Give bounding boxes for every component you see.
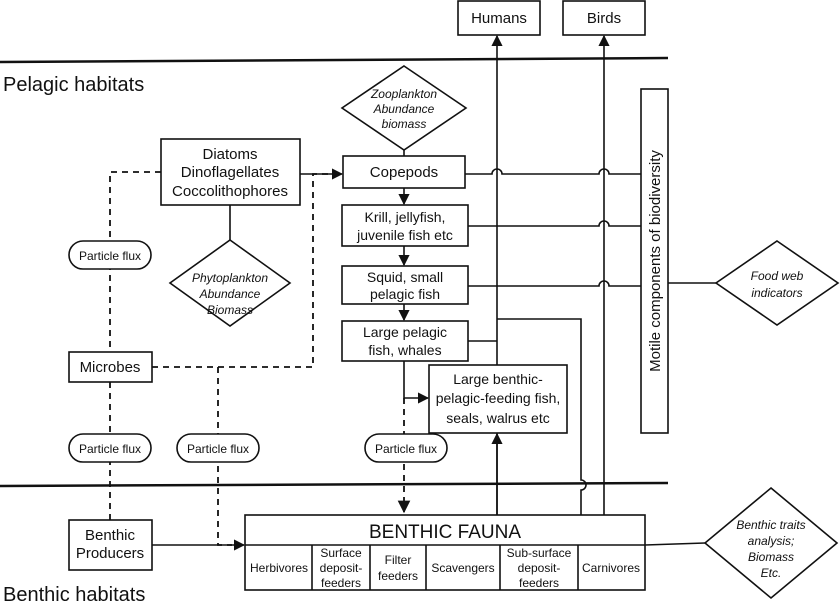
benthic-habitats-label: Benthic habitats	[3, 584, 145, 606]
motile-label: Motile components of biodiversity	[647, 150, 664, 372]
copepods-label: Copepods	[370, 164, 438, 181]
surface-line2: deposit-	[320, 561, 363, 575]
phyto-to-microbes-dash	[109, 171, 161, 352]
subsurface-line2: deposit-	[518, 561, 561, 575]
diatoms-label: Diatoms	[202, 146, 257, 163]
krill-to-motile-line	[468, 220, 641, 227]
benthic-pelagic-box	[428, 364, 568, 434]
filter-line2: feeders	[378, 569, 418, 583]
particle-flux-pill-left	[68, 433, 152, 463]
particle-flux-pill-upper	[68, 240, 152, 270]
humans-box	[457, 0, 541, 36]
particle-flux-label-right: Particle flux	[375, 442, 437, 456]
large-to-carnivores-line	[497, 318, 587, 515]
surface-line1: Surface	[320, 546, 362, 560]
benthic-pelagic-line3: seals, walrus etc	[446, 410, 549, 426]
benthic-pelagic-line2: pelagic-feeding fish,	[436, 390, 561, 406]
subsurface-line3: feeders	[519, 576, 559, 590]
microbes-label: Microbes	[80, 359, 141, 376]
benthic-boundary-line	[0, 481, 669, 488]
zooplankton-line2: Abundance	[373, 102, 435, 116]
zooplankton-line3: biomass	[382, 117, 427, 131]
dinoflagellates-label: Dinoflagellates	[181, 164, 279, 181]
traits-line2: analysis;	[748, 534, 795, 548]
pelagic-habitats-label: Pelagic habitats	[3, 74, 144, 96]
benthic-producers-box	[68, 519, 153, 571]
surface-line3: feeders	[321, 576, 361, 590]
squid-line1: Squid, small	[367, 269, 443, 285]
traits-indicator-diamond	[703, 486, 839, 600]
phyto-indicator-line2: Abundance	[199, 287, 261, 301]
zooplankton-line1: Zooplankton	[370, 87, 437, 101]
pelagic-boundary-line	[0, 56, 669, 64]
squid-to-motile-line	[468, 280, 641, 287]
large-pelagic-box	[341, 320, 469, 362]
filter-line1: Filter	[385, 553, 412, 567]
subsurface-line1: Sub-surface	[507, 546, 572, 560]
particle-flux-pill-right	[364, 433, 448, 463]
squid-box	[341, 265, 469, 305]
traits-line3: Biomass	[748, 550, 794, 564]
foodweb-line1: Food web	[751, 269, 804, 283]
birds-label: Birds	[587, 10, 621, 27]
fauna-to-traits-line	[644, 542, 706, 546]
phytoplankton-indicator-diamond	[168, 239, 292, 327]
particle-flux-label-left: Particle flux	[79, 442, 141, 456]
scavengers-label: Scavengers	[431, 561, 494, 575]
copepods-to-motile-line	[465, 168, 641, 175]
phyto-indicator-line3: Biomass	[207, 303, 253, 317]
particle-flux-label-upper: Particle flux	[79, 249, 141, 263]
krill-line1: Krill, jellyfish,	[365, 209, 446, 225]
particle-flux-pill-middle	[176, 433, 260, 463]
traits-line4: Etc.	[761, 566, 782, 580]
foodweb-indicator-diamond	[714, 240, 840, 326]
large-to-benthic-pelagic-arrow	[403, 361, 430, 404]
large-pelagic-line1: Large pelagic	[363, 324, 447, 340]
traits-line1: Benthic traits	[736, 518, 805, 532]
squid-line2: pelagic fish	[370, 286, 440, 302]
foodweb-line2: indicators	[751, 286, 802, 300]
benthic-fauna-title: BENTHIC FAUNA	[369, 522, 521, 543]
benthic-producers-line2: Producers	[76, 545, 144, 562]
benthic-producers-line1: Benthic	[85, 527, 136, 544]
krill-line2: juvenile fish etc	[356, 227, 453, 243]
benthic-pelagic-line1: Large benthic-	[453, 371, 543, 387]
large-pelagic-line2: fish, whales	[368, 342, 441, 358]
carnivores-label: Carnivores	[582, 561, 640, 575]
herbivores-label: Herbivores	[250, 561, 308, 575]
krill-box	[341, 204, 469, 247]
microbes-to-copepods-dash	[152, 173, 330, 368]
particle-flux-label-middle: Particle flux	[187, 442, 249, 456]
copepods-box	[342, 155, 466, 189]
humans-label: Humans	[471, 10, 527, 27]
phyto-indicator-line1: Phytoplankton	[192, 271, 268, 285]
coccolithophores-label: Coccolithophores	[172, 183, 288, 200]
motile-box	[640, 88, 669, 434]
